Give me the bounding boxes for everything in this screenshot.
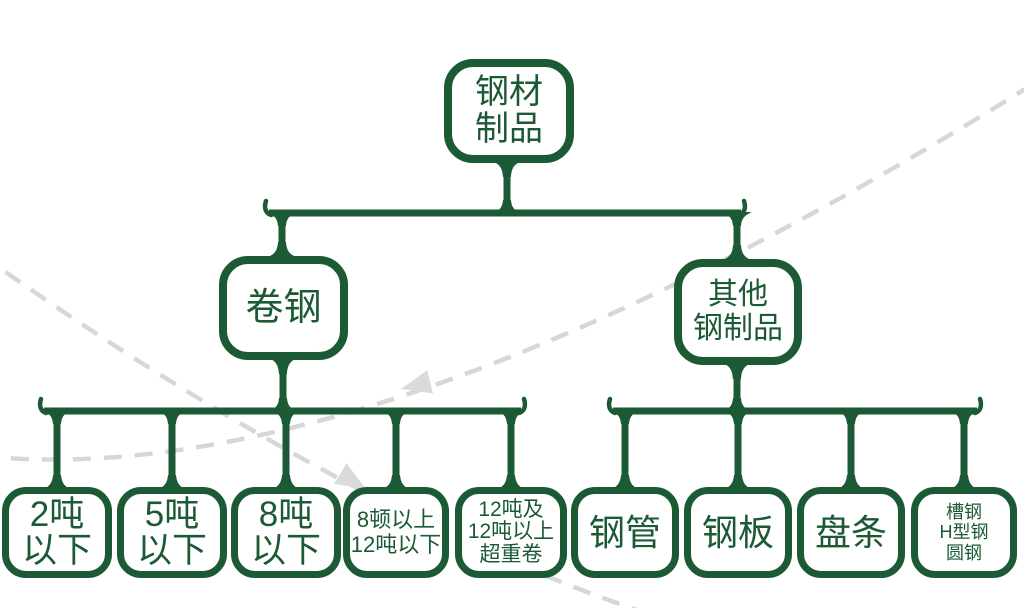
node-label-line: 以下 [250, 530, 321, 570]
node-label-line: 8吨 [258, 494, 314, 534]
leaf-steel-plate: 钢板 [684, 487, 792, 578]
node-label-line: 2吨 [29, 494, 85, 534]
node-label-line: 8顿以上 [356, 506, 436, 532]
node-label-line: 12吨以上 [467, 520, 555, 544]
leaf-steel-pipe: 钢管 [571, 487, 679, 578]
node-label-line: 超重卷 [479, 542, 543, 566]
node-label-line: H型钢 [939, 522, 989, 543]
leaf-under-2t: 2吨 以下 [2, 487, 112, 578]
node-other-steel-products: 其他 钢制品 [674, 259, 802, 365]
node-label-line: 槽钢 [946, 502, 982, 523]
node-steel-products-root: 钢材 制品 [444, 59, 574, 163]
node-label-line: 12吨以下 [350, 531, 442, 557]
leaf-12t-and-over: 12吨及 12吨以上 超重卷 [455, 487, 567, 578]
node-coil-steel: 卷钢 [219, 256, 348, 360]
leaf-8t-to-12t: 8顿以上 12吨以下 [343, 487, 449, 578]
node-label-line: 盘条 [814, 511, 887, 553]
node-label-line: 圆钢 [946, 542, 982, 563]
leaf-channel-h-round-steel: 槽钢 H型钢 圆钢 [911, 487, 1017, 578]
node-label-line: 以下 [136, 530, 207, 570]
node-label-line: 卷钢 [245, 287, 322, 329]
node-label-line: 钢制品 [693, 312, 783, 345]
node-label-line: 钢材 [475, 73, 543, 112]
node-label-line: 钢管 [588, 511, 661, 553]
leaf-under-8t: 8吨 以下 [231, 487, 341, 578]
node-label-line: 其他 [708, 277, 768, 311]
node-label-line: 12吨及 [478, 498, 544, 522]
node-label-line: 以下 [21, 530, 92, 570]
leaf-wire-rod: 盘条 [797, 487, 905, 578]
leaf-under-5t: 5吨 以下 [117, 487, 227, 578]
node-label-line: 钢板 [701, 511, 774, 553]
node-label-line: 5吨 [144, 494, 200, 534]
node-label-line: 制品 [475, 110, 543, 148]
